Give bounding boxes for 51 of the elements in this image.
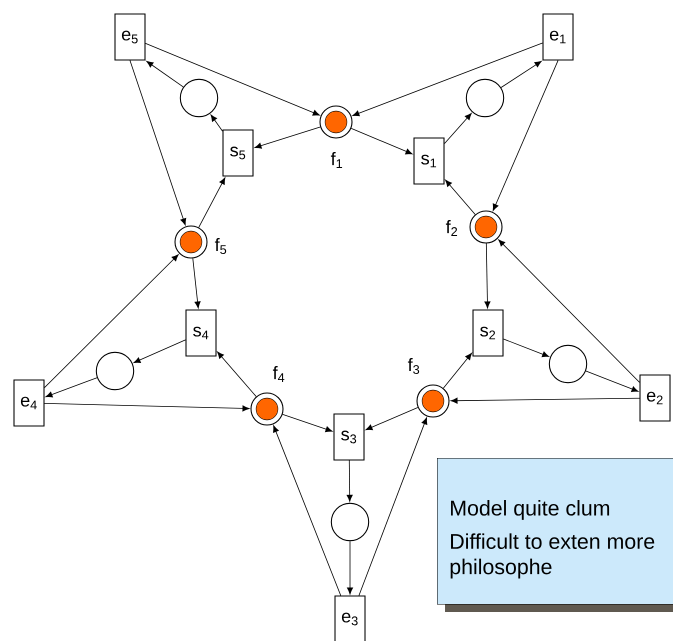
arrow <box>350 128 412 154</box>
place-label: f$_{1}$ <box>330 152 342 168</box>
transition-box: s$_{3}$ <box>333 413 365 461</box>
arrow <box>130 60 186 226</box>
arrow <box>254 126 321 149</box>
arrow <box>445 180 476 215</box>
arrow <box>444 113 472 144</box>
transition-box: s$_{4}$ <box>185 309 217 357</box>
arrow <box>498 239 640 383</box>
place-label: f$_{5}$ <box>214 238 226 254</box>
place-label: f$_{4}$ <box>272 366 284 382</box>
arrow <box>492 60 558 211</box>
place-circle <box>180 78 218 118</box>
place-circle <box>548 344 588 384</box>
transition-box: e$_{4}$ <box>13 379 45 427</box>
arrow <box>145 43 320 116</box>
place-circle <box>466 78 504 118</box>
transition-box: s$_{5}$ <box>222 129 254 177</box>
arrow <box>443 352 472 389</box>
note-box: Model quite clum Difficult to exten more philosophe <box>437 458 673 612</box>
arrow <box>210 114 223 132</box>
arrow <box>46 377 98 398</box>
arrow <box>134 339 186 364</box>
transition-box: e$_{2}$ <box>639 374 671 422</box>
arrow <box>500 60 542 88</box>
place-label: f$_{2}$ <box>446 220 458 236</box>
arrow <box>346 460 353 502</box>
transition-box: e$_{3}$ <box>334 595 366 641</box>
arrow <box>146 60 184 88</box>
arrow <box>273 425 342 596</box>
transition-box: s$_{2}$ <box>472 309 504 357</box>
arrow <box>192 258 201 308</box>
arrow <box>44 403 250 412</box>
arrow <box>347 540 353 594</box>
arrow <box>484 243 490 308</box>
arrow <box>503 338 550 358</box>
transition-box: s$_{1}$ <box>413 137 445 185</box>
arrow <box>358 417 428 596</box>
arrow <box>44 254 179 388</box>
transition-box: e$_{1}$ <box>542 13 574 61</box>
arrow <box>217 352 257 397</box>
place-circle <box>96 352 134 390</box>
arrow <box>352 42 543 116</box>
arrow <box>198 177 226 228</box>
arrow <box>366 407 418 430</box>
transition-box: e$_{5}$ <box>114 13 146 61</box>
arrow <box>282 414 332 432</box>
arrow <box>586 370 638 392</box>
place-circle <box>330 502 370 542</box>
arrow <box>450 398 640 404</box>
place-label: f$_{3}$ <box>408 358 420 374</box>
